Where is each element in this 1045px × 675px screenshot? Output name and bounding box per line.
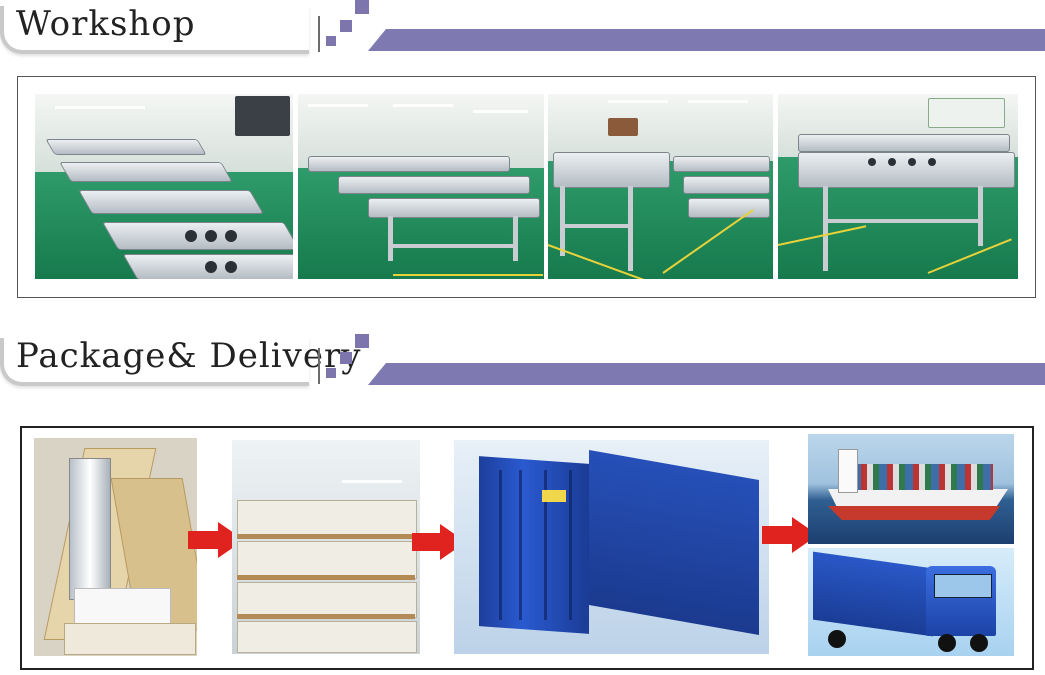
arrow-right-icon xyxy=(188,531,218,549)
accent-square xyxy=(326,36,336,46)
workshop-photo-4 xyxy=(778,94,1018,279)
workshop-photo-3 xyxy=(548,94,773,279)
header-divider xyxy=(318,348,320,384)
header-band xyxy=(368,363,1045,385)
workshop-photo-2 xyxy=(298,94,544,279)
package-gallery xyxy=(20,426,1034,670)
package-photo-shipping-container xyxy=(454,440,769,654)
accent-square xyxy=(340,20,352,32)
accent-square xyxy=(326,368,336,378)
arrow-right-icon xyxy=(762,526,792,544)
workshop-title: Workshop xyxy=(16,4,196,44)
arrow-right-icon xyxy=(412,533,440,551)
package-title: Package& Delivery xyxy=(16,336,362,376)
package-title-tab: Package& Delivery xyxy=(0,336,360,386)
package-photo-cargo-ship xyxy=(808,434,1014,544)
package-header: Package& Delivery xyxy=(0,334,1045,398)
workshop-gallery xyxy=(17,76,1036,298)
workshop-header: Workshop xyxy=(0,0,1045,66)
accent-square xyxy=(355,0,369,14)
package-photo-boxed-printer xyxy=(34,438,197,656)
accent-square xyxy=(355,334,369,348)
accent-square xyxy=(340,352,352,364)
header-divider xyxy=(318,16,320,52)
package-photo-truck xyxy=(808,548,1014,656)
workshop-photo-1 xyxy=(35,94,293,279)
workshop-title-tab: Workshop xyxy=(0,4,309,54)
package-photo-stacked-crates xyxy=(232,440,420,654)
header-band xyxy=(368,29,1045,51)
